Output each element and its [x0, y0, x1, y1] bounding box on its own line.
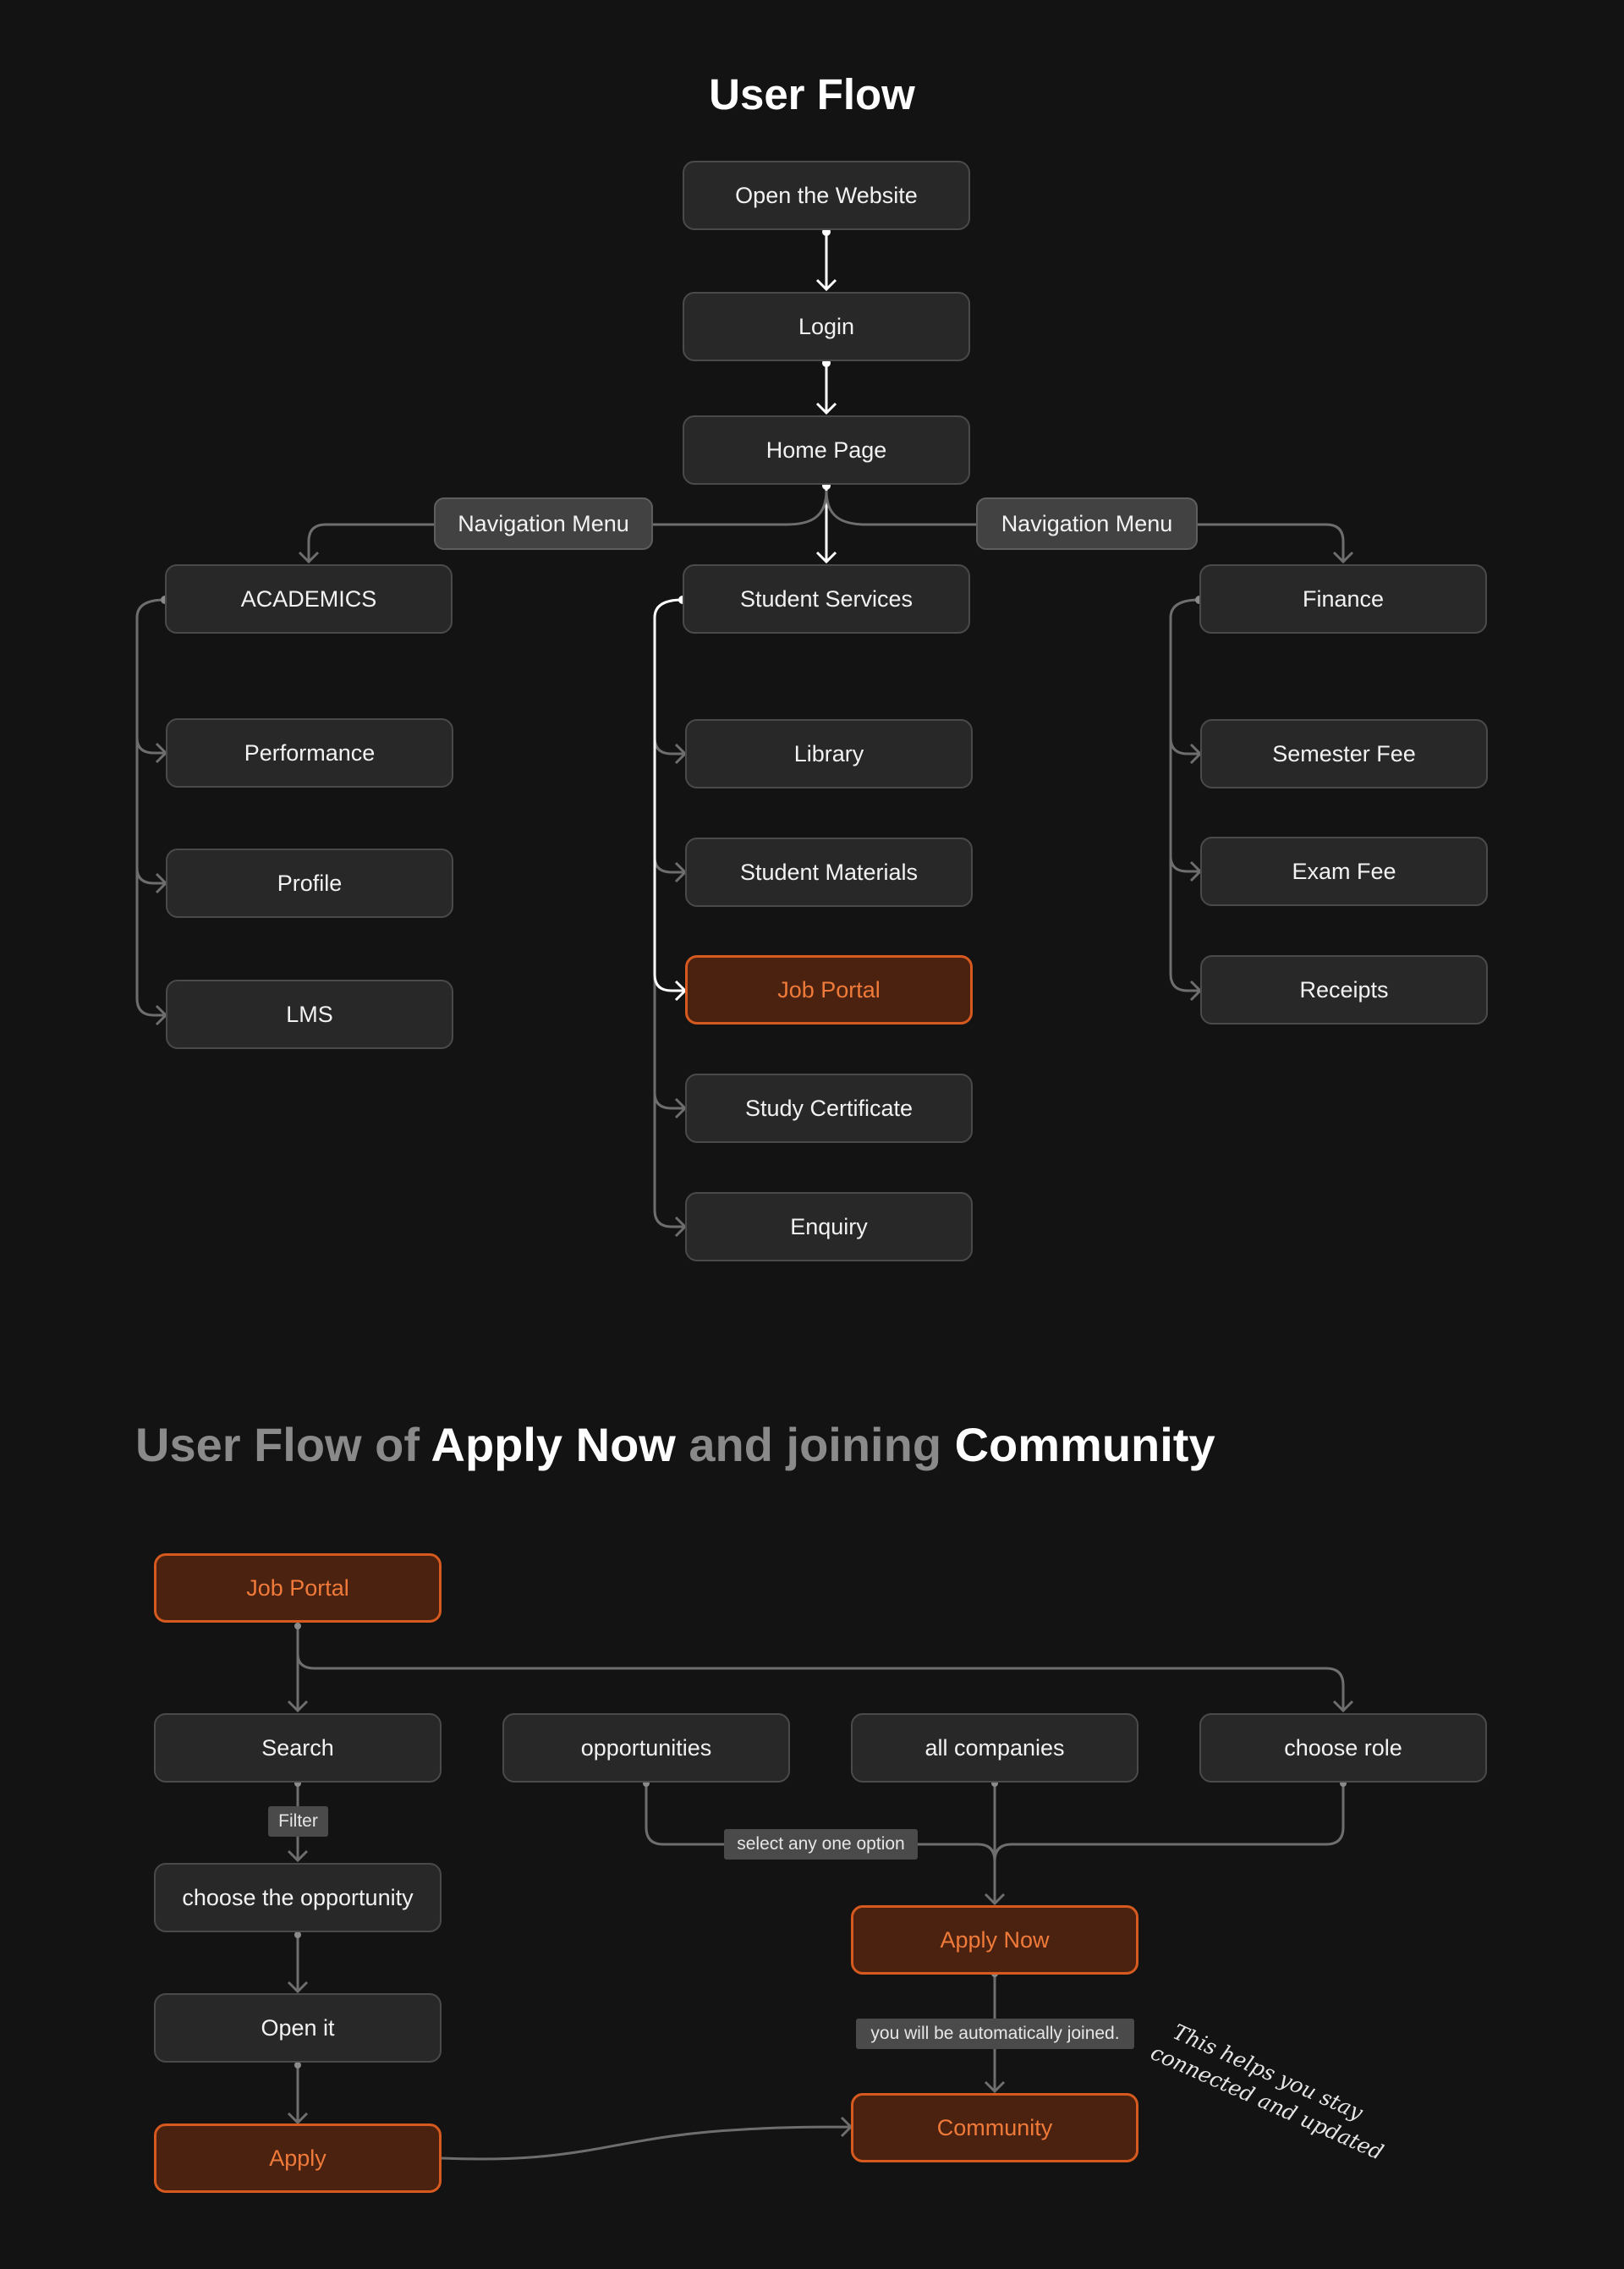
node-performance: Performance — [166, 718, 453, 788]
node-job-portal: Job Portal — [685, 955, 973, 1025]
title-part-4: Community — [954, 1418, 1215, 1471]
select-option-label: select any one option — [724, 1829, 918, 1860]
arrow-apply-to-community — [441, 2116, 853, 2161]
flow2-connectors — [287, 1623, 1354, 2161]
node-apply: Apply — [154, 2123, 442, 2193]
node-open-it: Open it — [154, 1993, 442, 2063]
arrow-jobportal-to-search — [287, 1626, 309, 1713]
node-open-website: Open the Website — [683, 161, 970, 230]
arrow-open-to-apply — [287, 2065, 309, 2125]
node-profile: Profile — [166, 849, 453, 918]
node-library: Library — [685, 719, 973, 788]
node-apply-now: Apply Now — [851, 1905, 1138, 1975]
title-part-2: Apply Now — [431, 1418, 676, 1471]
arrow-website-to-login — [815, 232, 837, 292]
nav-menu-tag-right: Navigation Menu — [976, 497, 1198, 550]
finance-connectors — [1169, 596, 1204, 1002]
job-portal-connector — [653, 596, 688, 1002]
node-job-portal-2: Job Portal — [154, 1553, 442, 1623]
node-search: Search — [154, 1713, 442, 1783]
node-community: Community — [851, 2093, 1138, 2162]
node-home-page: Home Page — [683, 415, 970, 485]
node-enquiry: Enquiry — [685, 1192, 973, 1261]
nav-menu-tag-left: Navigation Menu — [434, 497, 653, 550]
node-student-services: Student Services — [683, 564, 970, 634]
arrow-companies-to-applynow — [984, 1783, 1006, 1906]
node-login: Login — [683, 292, 970, 361]
node-choose-role: choose role — [1199, 1713, 1487, 1783]
academics-connectors — [135, 596, 169, 1026]
node-choose-opportunity: choose the opportunity — [154, 1863, 442, 1932]
node-finance: Finance — [1199, 564, 1487, 634]
arrow-choose-to-open — [287, 1935, 309, 1994]
node-lms: LMS — [166, 980, 453, 1049]
filter-label: Filter — [268, 1806, 328, 1837]
section-title: User Flow of Apply Now and joining Commu… — [135, 1417, 1215, 1472]
node-academics: ACADEMICS — [165, 564, 453, 634]
arrow-jobportal-to-chooserole — [296, 1653, 1354, 1713]
node-all-companies: all companies — [851, 1713, 1138, 1783]
node-receipts: Receipts — [1200, 955, 1488, 1025]
arrow-chooserole-to-applynow — [993, 1783, 1345, 1862]
page-title: User Flow — [709, 70, 915, 118]
node-exam-fee: Exam Fee — [1200, 837, 1488, 906]
node-study-certificate: Study Certificate — [685, 1074, 973, 1143]
auto-joined-label: you will be automatically joined. — [856, 2019, 1134, 2049]
node-semester-fee: Semester Fee — [1200, 719, 1488, 788]
student-services-connectors — [653, 598, 688, 1238]
node-student-materials: Student Materials — [685, 838, 973, 907]
title-part-3: and joining — [675, 1418, 955, 1471]
arrow-login-to-home — [815, 363, 837, 415]
title-part-1: User Flow of — [135, 1418, 431, 1471]
node-opportunities: opportunities — [502, 1713, 790, 1783]
